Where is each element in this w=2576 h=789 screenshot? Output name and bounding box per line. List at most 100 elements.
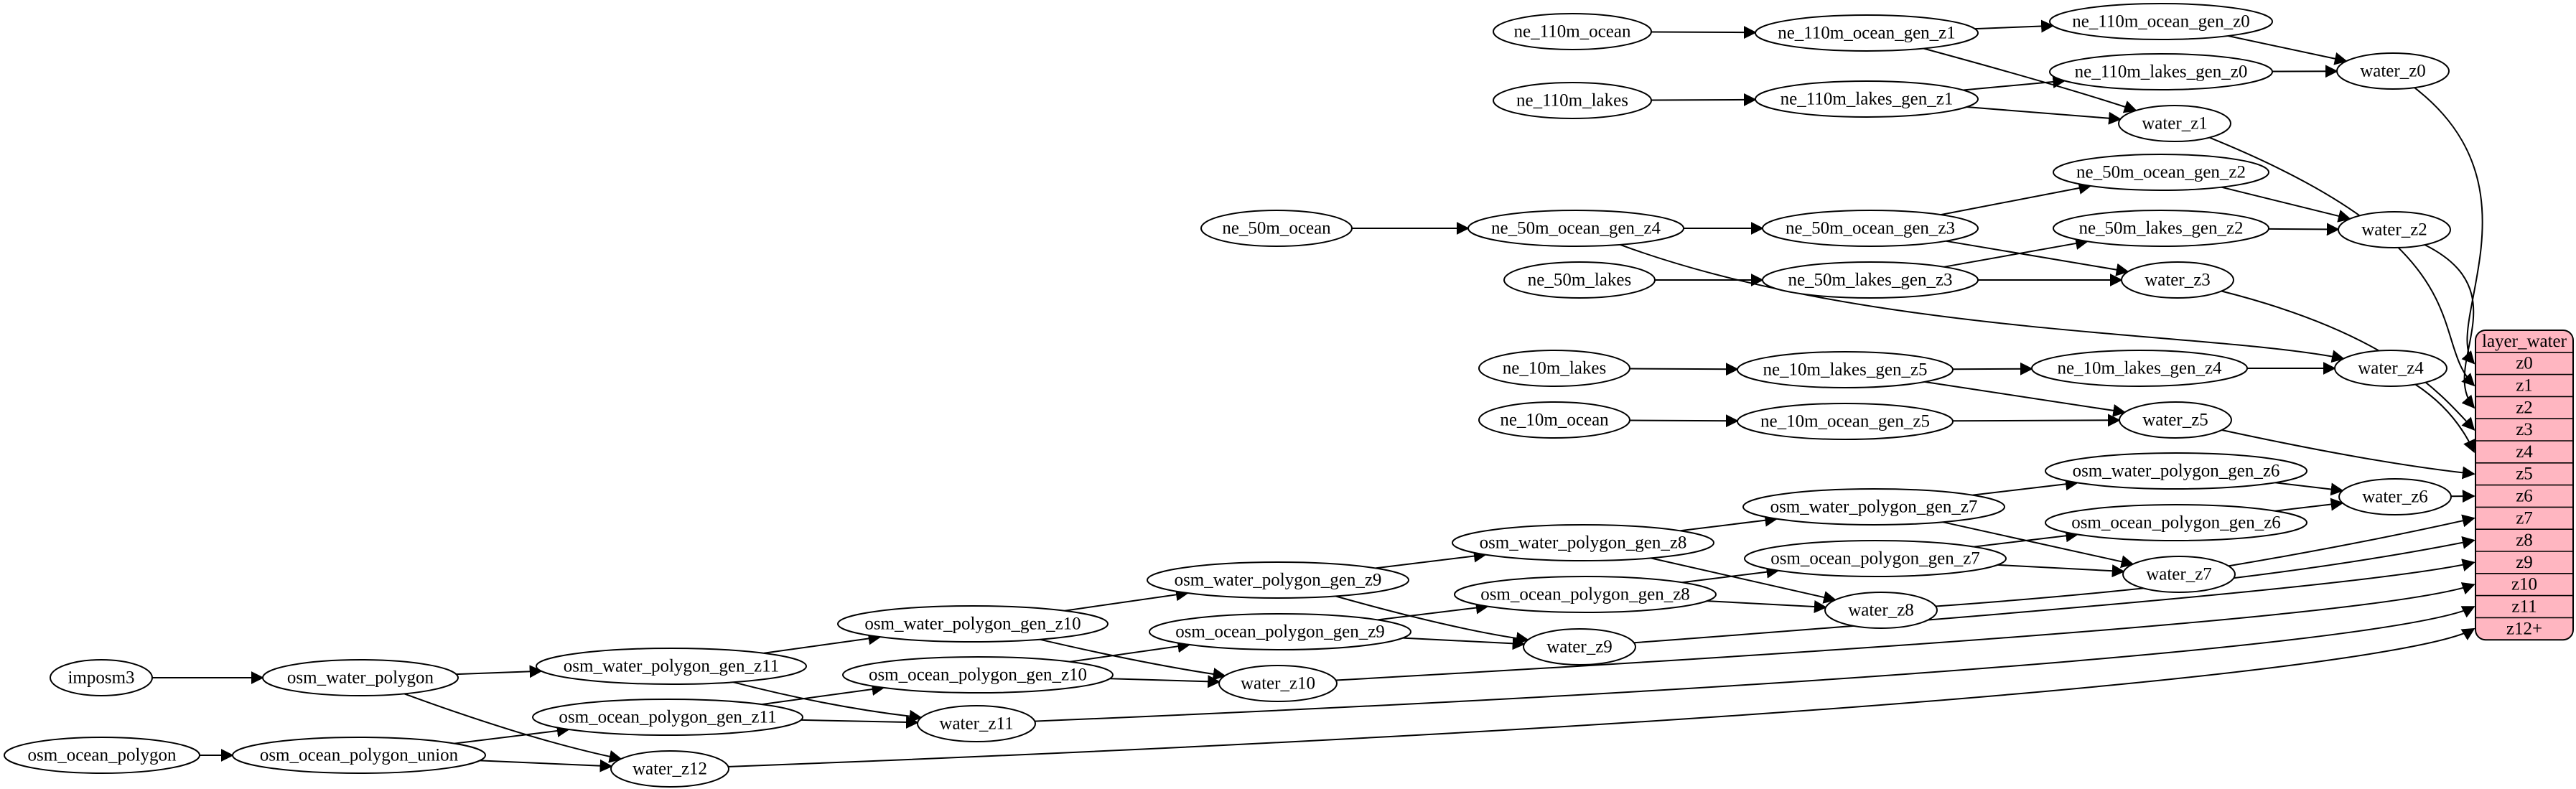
- node-water_z3: water_z3: [2121, 261, 2234, 299]
- osm_ocean_polygon-label: osm_ocean_polygon: [28, 746, 177, 765]
- imposm3-ellipse: [50, 659, 153, 696]
- ne_110m_ocean-ellipse: [1493, 13, 1652, 50]
- water_z11-ellipse: [917, 705, 1036, 742]
- edge-osm_ocean_polygon_gen_z9-to-water_z9: [1402, 637, 1526, 650]
- node-water_z11: water_z11: [917, 705, 1036, 742]
- osm_ocean_polygon_gen_z6-label: osm_ocean_polygon_gen_z6: [2071, 513, 2281, 533]
- table-row-label-z5: z5: [2516, 464, 2533, 484]
- table-row-label-z4: z4: [2516, 442, 2533, 462]
- node-osm_ocean_polygon_gen_z11: osm_ocean_polygon_gen_z11: [532, 699, 803, 736]
- table-row-label-z8: z8: [2516, 531, 2533, 550]
- node-ne_110m_ocean_gen_z1: ne_110m_ocean_gen_z1: [1755, 14, 1979, 52]
- edge-osm_water_polygon_gen_z11-to-osm_water_polygon_gen_z10: [764, 632, 882, 654]
- edge-water_z4-to-row-z4: [2414, 383, 2475, 454]
- edge-ne_110m_ocean_gen_z1-to-water_z1: [1923, 47, 2137, 113]
- node-ne_50m_lakes_gen_z3: ne_50m_lakes_gen_z3: [1762, 261, 1979, 299]
- water_z3-ellipse: [2121, 261, 2234, 299]
- water_z6-label: water_z6: [2362, 487, 2428, 507]
- node-water_z12: water_z12: [610, 750, 729, 788]
- ne_50m_ocean_gen_z3-ellipse: [1762, 210, 1979, 247]
- node-ne_110m_ocean: ne_110m_ocean: [1493, 13, 1652, 50]
- node-osm_ocean_polygon_gen_z9: osm_ocean_polygon_gen_z9: [1149, 613, 1411, 650]
- node-ne_10m_lakes_gen_z5: ne_10m_lakes_gen_z5: [1737, 351, 1954, 388]
- edge-ne_10m_ocean_gen_z5-to-water_z5: [1952, 414, 2121, 427]
- edge-ne_50m_ocean_gen_z3-to-ne_50m_ocean_gen_z2: [1941, 182, 2092, 216]
- edge-osm_ocean_polygon_gen_z8-to-water_z8: [1707, 600, 1827, 614]
- water_z7-ellipse: [2122, 556, 2236, 593]
- edge-ne_110m_ocean_gen_z0-to-water_z0: [2228, 35, 2348, 65]
- edge-ne_50m_lakes_gen_z3-to-ne_50m_lakes_gen_z2: [1943, 237, 2089, 268]
- node-ne_110m_lakes_gen_z0: ne_110m_lakes_gen_z0: [2049, 53, 2273, 90]
- water_z1-label: water_z1: [2142, 114, 2208, 134]
- edge-osm_water_polygon-to-water_z12: [403, 693, 622, 763]
- osm_water_polygon_gen_z8-label: osm_water_polygon_gen_z8: [1480, 533, 1687, 553]
- edge-osm_water_polygon_gen_z11-to-water_z11: [732, 681, 923, 723]
- osm_water_polygon_gen_z7-ellipse: [1742, 488, 2005, 526]
- osm_ocean_polygon_gen_z9-label: osm_ocean_polygon_gen_z9: [1175, 622, 1385, 642]
- node-osm_ocean_polygon_union: osm_ocean_polygon_union: [232, 737, 486, 774]
- osm_ocean_polygon_gen_z11-ellipse: [532, 699, 803, 736]
- edge-water_z5-to-row-z5: [2221, 429, 2475, 480]
- edge-water_z10-to-row-z10: [1335, 582, 2475, 681]
- ne_110m_ocean_gen_z0-ellipse: [2049, 3, 2273, 40]
- water_z10-ellipse: [1218, 665, 1338, 702]
- table-header-label: layer_water: [2482, 332, 2567, 351]
- osm_ocean_polygon_gen_z8-ellipse: [1454, 576, 1717, 613]
- osm_water_polygon_gen_z6-ellipse: [2045, 452, 2307, 490]
- edge-ne_110m_ocean-to-ne_110m_ocean_gen_z1: [1651, 26, 1757, 39]
- node-ne_110m_lakes_gen_z1: ne_110m_lakes_gen_z1: [1755, 80, 1979, 118]
- ne_10m_lakes_gen_z4-ellipse: [2031, 350, 2248, 387]
- node-water_z9: water_z9: [1523, 628, 1636, 666]
- water_z5-label: water_z5: [2142, 411, 2208, 430]
- edge-water_z9-to-row-z9: [1633, 559, 2475, 644]
- node-osm_water_polygon_gen_z7: osm_water_polygon_gen_z7: [1742, 488, 2005, 526]
- node-osm_water_polygon_gen_z11: osm_water_polygon_gen_z11: [536, 648, 807, 685]
- water_z3-label: water_z3: [2145, 271, 2211, 290]
- osm_ocean_polygon_gen_z8-label: osm_ocean_polygon_gen_z8: [1480, 585, 1690, 604]
- water_z12-ellipse: [610, 750, 729, 788]
- ne_10m_ocean_gen_z5-ellipse: [1737, 403, 1954, 440]
- osm_ocean_polygon_gen_z11-label: osm_ocean_polygon_gen_z11: [559, 708, 776, 727]
- node-water_z1: water_z1: [2118, 105, 2231, 142]
- ne_50m_ocean_gen_z2-ellipse: [2053, 154, 2269, 191]
- node-ne_10m_lakes: ne_10m_lakes: [1478, 350, 1630, 387]
- table-row-label-z10: z10: [2511, 575, 2537, 594]
- ne_110m_lakes-label: ne_110m_lakes: [1516, 91, 1628, 111]
- water_z10-label: water_z10: [1241, 674, 1315, 694]
- ne_50m_ocean_gen_z3-label: ne_50m_ocean_gen_z3: [1786, 219, 1955, 238]
- node-osm_water_polygon_gen_z6: osm_water_polygon_gen_z6: [2045, 452, 2307, 490]
- table-row-label-z9: z9: [2516, 553, 2533, 572]
- ne_110m_lakes_gen_z0-label: ne_110m_lakes_gen_z0: [2075, 62, 2248, 82]
- osm_ocean_polygon-ellipse: [4, 737, 200, 774]
- water_z11-label: water_z11: [939, 714, 1013, 734]
- ne_50m_ocean-ellipse: [1200, 210, 1353, 247]
- water_z1-ellipse: [2118, 105, 2231, 142]
- node-water_z10: water_z10: [1218, 665, 1338, 702]
- osm_water_polygon_gen_z11-ellipse: [536, 648, 807, 685]
- ne_110m_lakes_gen_z1-label: ne_110m_lakes_gen_z1: [1781, 90, 1954, 109]
- edges-layer: [152, 19, 2483, 772]
- nodes-layer: ne_110m_ocean ne_110m_ocean_gen_z1 ne_110m…: [4, 3, 2452, 788]
- node-osm_water_polygon: osm_water_polygon: [262, 659, 459, 696]
- edge-osm_ocean_polygon_gen_z10-to-water_z10: [1109, 675, 1221, 688]
- osm_ocean_polygon_union-label: osm_ocean_polygon_union: [260, 746, 459, 765]
- edge-osm_water_polygon_gen_z8-to-osm_water_polygon_gen_z7: [1680, 513, 1778, 532]
- osm_water_polygon_gen_z11-label: osm_water_polygon_gen_z11: [564, 657, 779, 676]
- ne_10m_ocean-label: ne_10m_ocean: [1500, 411, 1609, 430]
- osm_water_polygon_gen_z8-ellipse: [1452, 524, 1714, 561]
- node-imposm3: imposm3: [50, 659, 153, 696]
- osm_ocean_polygon_gen_z7-label: osm_ocean_polygon_gen_z7: [1770, 549, 1980, 569]
- edge-water_z0-to-row-z0: [2414, 87, 2483, 365]
- edge-osm_water_polygon_gen_z6-to-water_z6: [2274, 482, 2344, 496]
- node-water_z0: water_z0: [2336, 52, 2450, 90]
- node-osm_ocean_polygon_gen_z8: osm_ocean_polygon_gen_z8: [1454, 576, 1717, 613]
- ne_110m_lakes-ellipse: [1493, 82, 1652, 119]
- osm_water_polygon_gen_z10-label: osm_water_polygon_gen_z10: [864, 615, 1081, 634]
- edge-ne_50m_ocean_gen_z3-to-water_z3: [1946, 240, 2129, 276]
- table-row-label-z11: z11: [2511, 597, 2537, 617]
- water_z7-label: water_z7: [2146, 565, 2212, 584]
- ne_10m_lakes_gen_z4-label: ne_10m_lakes_gen_z4: [2057, 359, 2222, 378]
- water_z2-label: water_z2: [2361, 220, 2427, 240]
- edge-osm_ocean_polygon_gen_z10-to-osm_ocean_polygon_gen_z9: [1070, 640, 1191, 663]
- edge-ne_10m_lakes_gen_z5-to-water_z5: [1924, 381, 2127, 417]
